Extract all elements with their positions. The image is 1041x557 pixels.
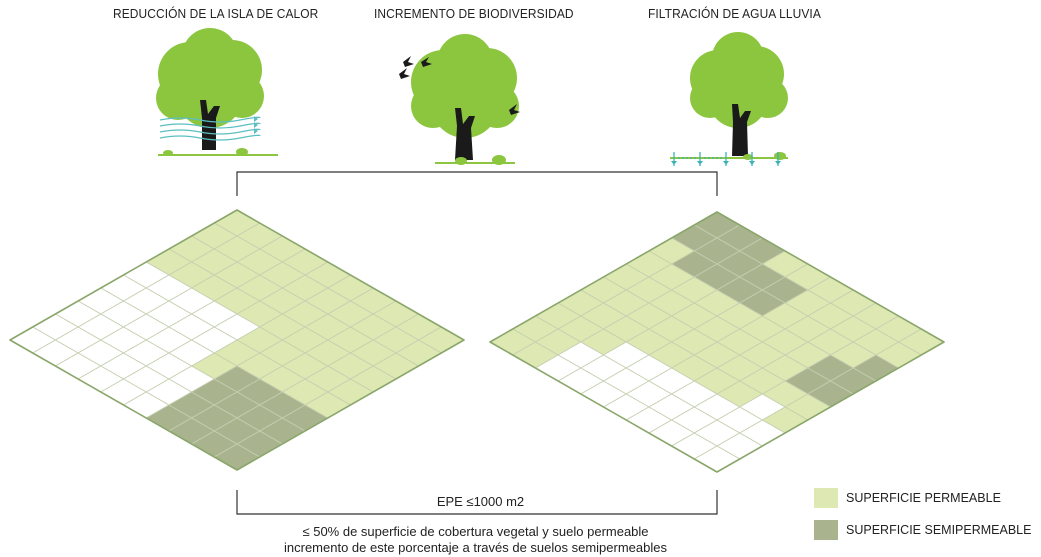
bottom-bracket bbox=[236, 490, 718, 515]
tree-rain-filtration-icon bbox=[670, 32, 788, 166]
grid-right bbox=[489, 211, 945, 473]
legend-permeable: SUPERFICIE PERMEABLE bbox=[814, 488, 1001, 508]
semipermeable-swatch bbox=[814, 520, 838, 540]
title-rain-filtration: FILTRACIÓN DE AGUA LLUVIA bbox=[648, 6, 821, 21]
title-heat-island: REDUCCIÓN DE LA ISLA DE CALOR bbox=[113, 6, 319, 21]
tree-heat-island-icon bbox=[156, 28, 278, 156]
top-bracket bbox=[236, 171, 718, 196]
grid-left-border bbox=[9, 209, 465, 471]
grid-left bbox=[9, 209, 465, 471]
legend-semipermeable: SUPERFICIE SEMIPERMEABLE bbox=[814, 520, 1031, 540]
epe-label: EPE ≤1000 m2 bbox=[436, 494, 525, 509]
grid-right-border bbox=[489, 211, 945, 473]
note-line-1: ≤ 50% de superficie de cobertura vegetal… bbox=[302, 524, 649, 539]
legend-permeable-label: SUPERFICIE PERMEABLE bbox=[846, 491, 1001, 505]
tree-biodiversity-icon bbox=[399, 34, 520, 165]
legend-semipermeable-label: SUPERFICIE SEMIPERMEABLE bbox=[846, 523, 1032, 537]
permeable-swatch bbox=[814, 488, 838, 508]
title-biodiversity: INCREMENTO DE BIODIVERSIDAD bbox=[374, 6, 574, 21]
note-line-2: incremento de este porcentaje a través d… bbox=[284, 540, 667, 555]
